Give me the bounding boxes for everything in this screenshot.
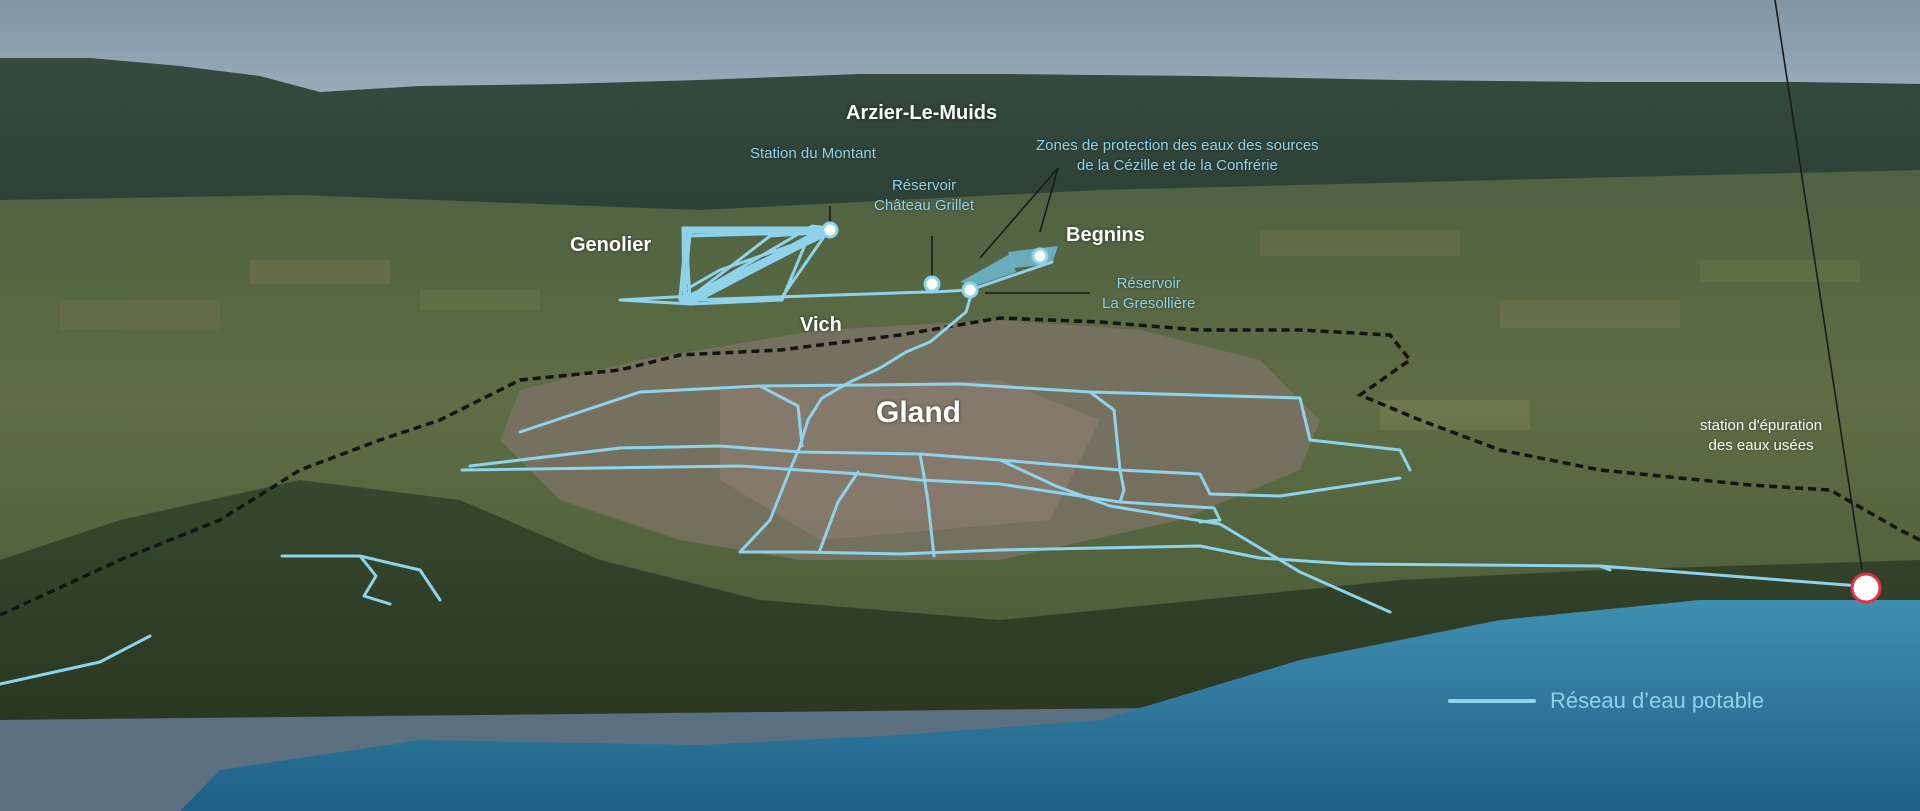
label-protection-zones: Zones de protection des eaux des sources… xyxy=(1036,136,1319,176)
grid-bottom xyxy=(738,544,1612,572)
west-branch-2 xyxy=(358,554,442,602)
grid-diagonal xyxy=(998,458,1392,614)
legend-network-swatch xyxy=(1448,699,1536,703)
montant-loop xyxy=(684,228,932,302)
town-center xyxy=(720,380,1100,540)
label-station-montant: Station du Montant xyxy=(750,144,876,164)
map-legend: Réseau d’eau potable xyxy=(1448,688,1764,714)
reservoir-gresolliere-line1: Réservoir xyxy=(1116,275,1181,292)
town-label-arzier: Arzier-Le-Muids xyxy=(846,102,998,124)
station-epuration-line2: des eaux usées xyxy=(1708,437,1814,454)
west-branch-3 xyxy=(0,634,152,686)
main-down xyxy=(738,290,974,554)
town-label-genolier: Genolier xyxy=(570,234,652,256)
zones-line2: de la Cézille et de la Confrérie xyxy=(1076,157,1278,174)
reservoir-chateau-line1: Réservoir xyxy=(891,177,957,194)
station-montant-marker xyxy=(821,221,839,239)
link-zones xyxy=(930,260,1054,294)
station-markers xyxy=(821,221,1882,604)
legend-network-label: Réseau d’eau potable xyxy=(1550,688,1765,713)
grid-link-4 xyxy=(818,470,860,552)
label-reservoir-gresolliere: Réservoir La Gresollière xyxy=(1102,274,1195,314)
reservoir-gresolliere-line2: La Gresollière xyxy=(1102,295,1196,312)
grid-middle xyxy=(468,444,1402,498)
leader-lines xyxy=(829,0,1863,571)
zones-line1: Zones de protection des eaux des sources xyxy=(1036,137,1319,154)
west-branch-1 xyxy=(280,554,392,606)
town-label-gland: Gland xyxy=(876,396,962,429)
grid-link-2 xyxy=(1088,390,1126,504)
reservoir-chateau-grillet-marker xyxy=(923,275,941,293)
grid-south xyxy=(460,464,1222,524)
town-label-begnins: Begnins xyxy=(1066,224,1145,246)
town-label-vich: Vich xyxy=(800,314,842,336)
treatment-plant-marker xyxy=(1850,572,1882,604)
tn-0 xyxy=(684,226,832,302)
lake-geneva xyxy=(180,600,1920,811)
station-montant-text: Station du Montant xyxy=(750,145,876,162)
station-epuration-line1: station d'épuration xyxy=(1700,417,1823,434)
label-station-epuration: station d'épuration des eaux usées xyxy=(1700,416,1822,456)
field-texture xyxy=(60,230,1860,430)
grid-link-1 xyxy=(758,384,804,448)
grid-link-3 xyxy=(918,452,936,558)
source-marker xyxy=(1031,247,1049,265)
reservoir-chateau-line2: Château Grillet xyxy=(874,197,975,214)
municipal-boundary xyxy=(0,316,1920,617)
label-reservoir-chateau: Réservoir Château Grillet xyxy=(874,176,974,216)
protection-zone-cezille xyxy=(960,254,1016,286)
reservoir-gresolliere-marker xyxy=(961,281,979,299)
line-to-plant xyxy=(1598,564,1862,588)
